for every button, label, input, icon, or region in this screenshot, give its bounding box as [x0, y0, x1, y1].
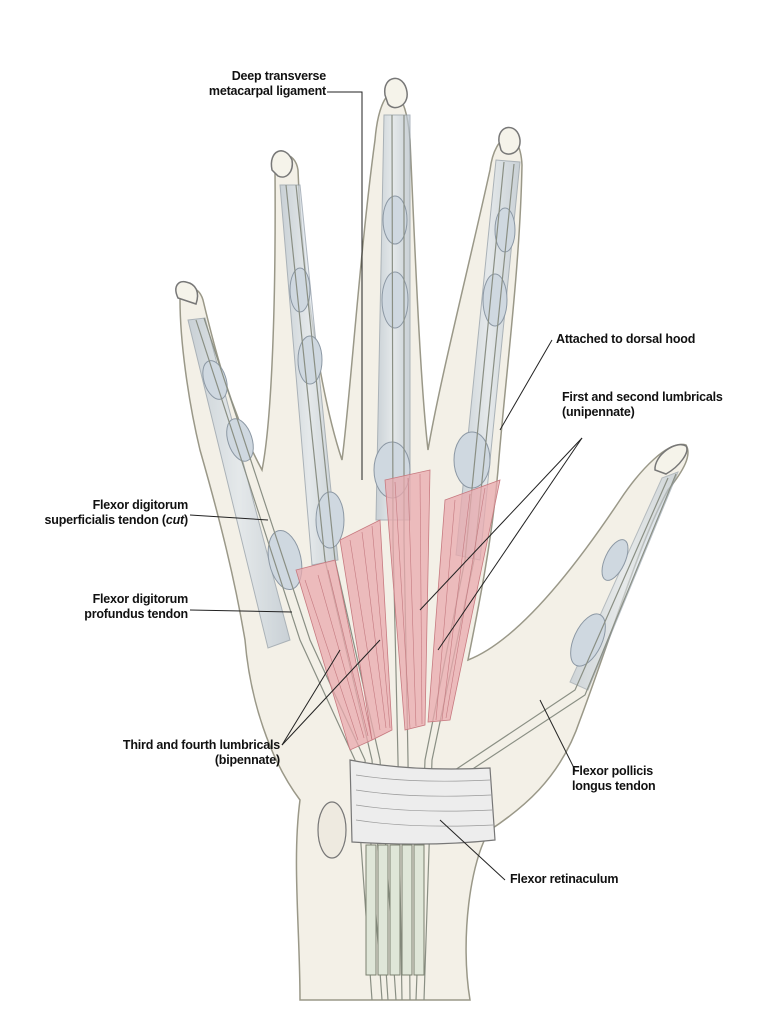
label-dorsal-hood-line1: Attached to dorsal hood [556, 332, 696, 346]
label-first-second-line2: (unipennate) [562, 405, 635, 419]
label-fds-tendon: Flexor digitorum superficialis tendon (c… [20, 498, 189, 528]
label-deep-transverse-line1: Deep transverse [231, 69, 326, 83]
label-fdp-line2: profundus tendon [84, 607, 188, 621]
carpal-tendons [365, 844, 425, 976]
lumbrical-muscles [295, 469, 501, 751]
leader-lines [189, 91, 583, 881]
label-fds-line1: Flexor digitorum [92, 498, 189, 512]
label-fpl-line1: Flexor pollicis [572, 764, 654, 778]
muscle-fibers [304, 473, 486, 741]
label-third-fourth-line2: (bipennate) [214, 753, 280, 767]
label-fpl-line2: longus tendon [572, 779, 656, 793]
label-retinaculum-line1: Flexor retinaculum [510, 872, 619, 886]
label-fdp-line1: Flexor digitorum [92, 592, 189, 606]
label-third-fourth-lumbricals: Third and fourth lumbricals (bipennate) [70, 738, 280, 768]
label-fds-line2-a: superficialis tendon ( [44, 513, 167, 527]
label-fds-line2-b: ) [184, 513, 188, 527]
label-dorsal-hood: Attached to dorsal hood [556, 332, 695, 347]
flexor-retinaculum-band [317, 759, 496, 859]
label-first-second-line1: First and second lumbricals [562, 390, 723, 404]
label-fpl-tendon: Flexor pollicis longus tendon [572, 764, 656, 794]
label-fdp-tendon: Flexor digitorum profundus tendon [40, 592, 188, 622]
label-deep-transverse: Deep transverse metacarpal ligament [180, 69, 326, 99]
label-third-fourth-line1: Third and fourth lumbricals [122, 738, 280, 752]
label-deep-transverse-line2: metacarpal ligament [208, 84, 326, 98]
fingertips [175, 77, 688, 475]
label-first-second-lumbricals: First and second lumbricals (unipennate) [562, 390, 723, 420]
label-fds-line2: superficialis tendon (cut) [20, 513, 189, 528]
label-fds-line2-italic: cut [165, 513, 185, 527]
label-flexor-retinaculum: Flexor retinaculum [510, 872, 618, 887]
